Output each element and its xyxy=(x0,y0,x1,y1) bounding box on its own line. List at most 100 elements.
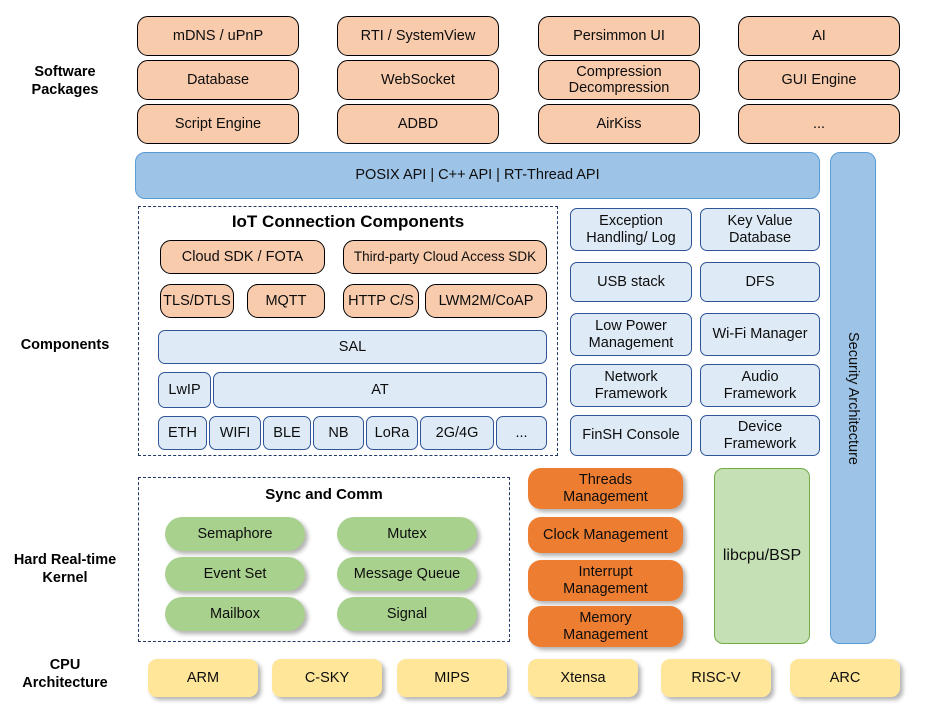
package-compression-line2: Decompression xyxy=(568,80,670,96)
package-mdns-upnp[interactable]: mDNS / uPnP xyxy=(137,16,299,56)
component-audio-line1: Audio xyxy=(741,369,779,386)
row-label-cpu-line2: Architecture xyxy=(22,675,108,692)
component-network-line1: Network xyxy=(604,369,658,386)
iot-link-more[interactable]: ... xyxy=(496,416,547,450)
cpu-mips[interactable]: MIPS xyxy=(397,659,507,697)
iot-link-nb[interactable]: NB xyxy=(313,416,364,450)
iot-link-ble-label: BLE xyxy=(273,424,301,441)
component-exception-handling-log[interactable]: Exception Handling/ Log xyxy=(570,208,692,251)
component-key-value-database[interactable]: Key Value Database xyxy=(700,208,820,251)
cpu-risc-v-label: RISC-V xyxy=(691,669,741,686)
package-compression-decompression[interactable]: Compression Decompression xyxy=(538,60,700,100)
package-airkiss-label: AirKiss xyxy=(596,115,642,132)
row-label-kernel-line1: Hard Real-time xyxy=(13,552,117,568)
component-dfs-label: DFS xyxy=(745,273,775,290)
package-websocket[interactable]: WebSocket xyxy=(337,60,499,100)
kernel-threads-management[interactable]: Threads Management xyxy=(528,468,683,509)
iot-tls-dtls-label: TLS/DTLS xyxy=(163,292,231,309)
iot-third-party-cloud-access-sdk[interactable]: Third-party Cloud Access SDK xyxy=(343,240,547,274)
kernel-message-queue[interactable]: Message Queue xyxy=(337,557,477,591)
kernel-threads-line2: Management xyxy=(563,488,648,505)
iot-lwm2m-coap[interactable]: LWM2M/CoAP xyxy=(425,284,547,318)
iot-http-cs[interactable]: HTTP C/S xyxy=(343,284,419,318)
package-ai[interactable]: AI xyxy=(738,16,900,56)
package-websocket-label: WebSocket xyxy=(381,71,455,88)
security-architecture-bar[interactable]: Security Architecture xyxy=(830,152,876,644)
component-wifi-manager[interactable]: Wi-Fi Manager xyxy=(700,313,820,356)
iot-mqtt-label: MQTT xyxy=(265,292,307,309)
package-more[interactable]: ... xyxy=(738,104,900,144)
cpu-xtensa[interactable]: Xtensa xyxy=(528,659,638,697)
component-dfs[interactable]: DFS xyxy=(700,262,820,302)
cpu-risc-v[interactable]: RISC-V xyxy=(661,659,771,697)
iot-at[interactable]: AT xyxy=(213,372,547,408)
component-keyvalue-line2: Database xyxy=(728,229,792,246)
iot-connection-components-title: IoT Connection Components xyxy=(138,212,558,232)
iot-link-2g-4g[interactable]: 2G/4G xyxy=(420,416,494,450)
iot-sal[interactable]: SAL xyxy=(158,330,547,364)
iot-link-eth-label: ETH xyxy=(168,424,197,441)
package-persimmon-ui[interactable]: Persimmon UI xyxy=(538,16,700,56)
kernel-semaphore-label: Semaphore xyxy=(197,525,273,542)
sync-and-comm-container xyxy=(138,477,510,642)
iot-link-more-label: ... xyxy=(515,424,528,441)
component-exception-line1: Exception xyxy=(599,213,663,230)
kernel-memory-management[interactable]: Memory Management xyxy=(528,606,683,647)
package-compression-line1: Compression xyxy=(576,63,662,80)
package-adbd[interactable]: ADBD xyxy=(337,104,499,144)
iot-third-party-cloud-label: Third-party Cloud Access SDK xyxy=(353,249,537,265)
iot-tls-dtls[interactable]: TLS/DTLS xyxy=(160,284,234,318)
sync-and-comm-title-text: Sync and Comm xyxy=(265,486,383,503)
package-airkiss[interactable]: AirKiss xyxy=(538,104,700,144)
component-low-power-management[interactable]: Low Power Management xyxy=(570,313,692,356)
component-device-line1: Device xyxy=(737,419,783,436)
package-script-engine[interactable]: Script Engine xyxy=(137,104,299,144)
iot-cloud-sdk-fota[interactable]: Cloud SDK / FOTA xyxy=(160,240,325,274)
iot-link-lora[interactable]: LoRa xyxy=(366,416,418,450)
component-wifi-manager-label: Wi-Fi Manager xyxy=(712,326,808,343)
iot-link-eth[interactable]: ETH xyxy=(158,416,207,450)
cpu-arm[interactable]: ARM xyxy=(148,659,258,697)
kernel-mailbox[interactable]: Mailbox xyxy=(165,597,305,631)
component-network-framework[interactable]: Network Framework xyxy=(570,364,692,407)
row-label-cpu-line1: CPU xyxy=(49,657,81,673)
component-audio-framework[interactable]: Audio Framework xyxy=(700,364,820,407)
package-gui-engine[interactable]: GUI Engine xyxy=(738,60,900,100)
row-label-software-packages: Software Packages xyxy=(0,63,130,99)
kernel-interrupt-management[interactable]: Interrupt Management xyxy=(528,560,683,601)
component-audio-line2: Framework xyxy=(723,385,797,402)
component-usb-stack[interactable]: USB stack xyxy=(570,262,692,302)
iot-title-text: IoT Connection Components xyxy=(231,212,465,231)
row-label-software-packages-line2: Packages xyxy=(31,82,99,99)
package-rti-systemview[interactable]: RTI / SystemView xyxy=(337,16,499,56)
package-more-label: ... xyxy=(812,115,826,132)
cpu-c-sky[interactable]: C-SKY xyxy=(272,659,382,697)
kernel-semaphore[interactable]: Semaphore xyxy=(165,517,305,551)
package-script-engine-label: Script Engine xyxy=(174,115,262,132)
kernel-mailbox-label: Mailbox xyxy=(210,605,260,622)
iot-lwip[interactable]: LwIP xyxy=(158,372,211,408)
component-lowpower-line1: Low Power xyxy=(595,318,667,335)
component-device-framework[interactable]: Device Framework xyxy=(700,415,820,456)
kernel-clock-label: Clock Management xyxy=(543,526,668,543)
package-database[interactable]: Database xyxy=(137,60,299,100)
iot-connection-components-container xyxy=(138,206,558,456)
iot-link-wifi-label: WIFI xyxy=(219,424,251,441)
iot-link-wifi[interactable]: WIFI xyxy=(209,416,261,450)
kernel-event-set[interactable]: Event Set xyxy=(165,557,305,591)
component-finsh-console[interactable]: FinSH Console xyxy=(570,415,692,456)
kernel-threads-line1: Threads xyxy=(578,472,633,489)
iot-at-label: AT xyxy=(371,381,389,398)
cpu-c-sky-label: C-SKY xyxy=(304,669,350,686)
iot-link-ble[interactable]: BLE xyxy=(263,416,311,450)
component-device-line2: Framework xyxy=(723,435,797,452)
api-layer-bar[interactable]: POSIX API | C++ API | RT-Thread API xyxy=(135,152,820,199)
iot-mqtt[interactable]: MQTT xyxy=(247,284,325,318)
row-label-cpu-architecture: CPU Architecture xyxy=(0,656,130,692)
cpu-arc[interactable]: ARC xyxy=(790,659,900,697)
kernel-event-set-label: Event Set xyxy=(203,565,267,582)
kernel-mutex[interactable]: Mutex xyxy=(337,517,477,551)
kernel-signal[interactable]: Signal xyxy=(337,597,477,631)
libcpu-bsp[interactable]: libcpu/BSP xyxy=(714,468,810,644)
kernel-clock-management[interactable]: Clock Management xyxy=(528,517,683,553)
